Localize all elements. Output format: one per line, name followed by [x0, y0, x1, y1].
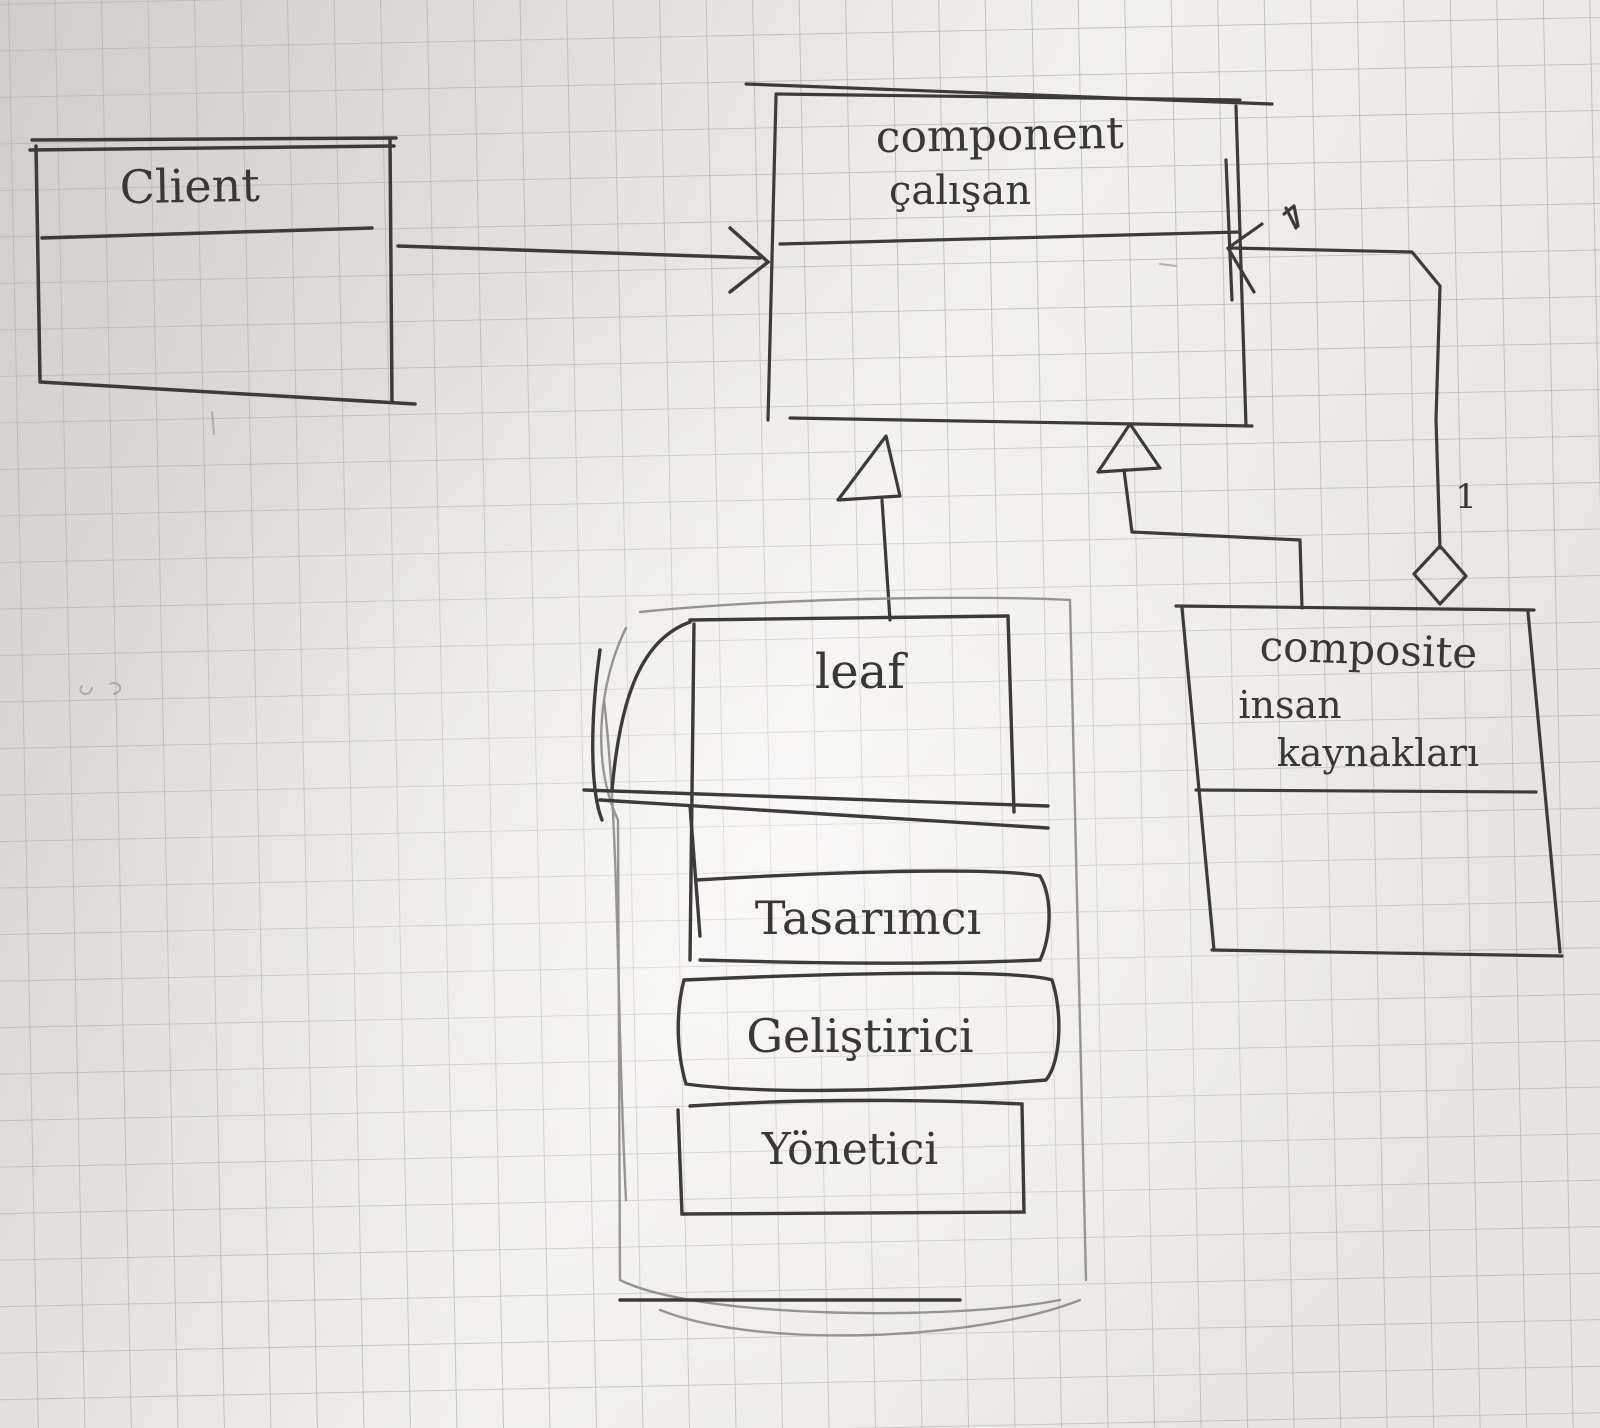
composite-generalization-arrow — [1096, 422, 1304, 610]
client-class-name: Client — [119, 158, 260, 214]
component-class-name: component — [875, 108, 1124, 163]
client-class-box — [28, 136, 417, 406]
leaf-item-2: Geliştirici — [746, 1009, 973, 1063]
composite-class-name: composite — [1259, 621, 1478, 678]
composite-class-subtitle-line-1: insan — [1238, 683, 1341, 727]
client-to-component-arrow — [396, 226, 771, 294]
component-class-subtitle: çalışan — [889, 168, 1031, 214]
aggregation-multiplicity: 1 — [1455, 477, 1477, 517]
component-class-box — [744, 82, 1274, 428]
leaf-outer-sketch — [600, 596, 1088, 1337]
aggregation-relationship — [1226, 204, 1468, 606]
aggregation-diamond-icon — [1412, 544, 1468, 606]
leaf-item-3: Yönetici — [761, 1124, 939, 1175]
leaf-item-box-3 — [676, 1098, 1026, 1216]
leaf-class-name: leaf — [815, 644, 908, 700]
leaf-generalization-arrow — [836, 434, 902, 622]
leaf-class-box — [582, 614, 1050, 1302]
stray-pencil-marks — [79, 263, 1177, 695]
leaf-item-box-1 — [694, 869, 1051, 965]
composite-class-box — [1174, 604, 1564, 958]
composite-class-subtitle-line-2: kaynakları — [1277, 731, 1479, 775]
leaf-item-box-2 — [676, 971, 1061, 1093]
leaf-item-1: Tasarımcı — [755, 891, 981, 945]
